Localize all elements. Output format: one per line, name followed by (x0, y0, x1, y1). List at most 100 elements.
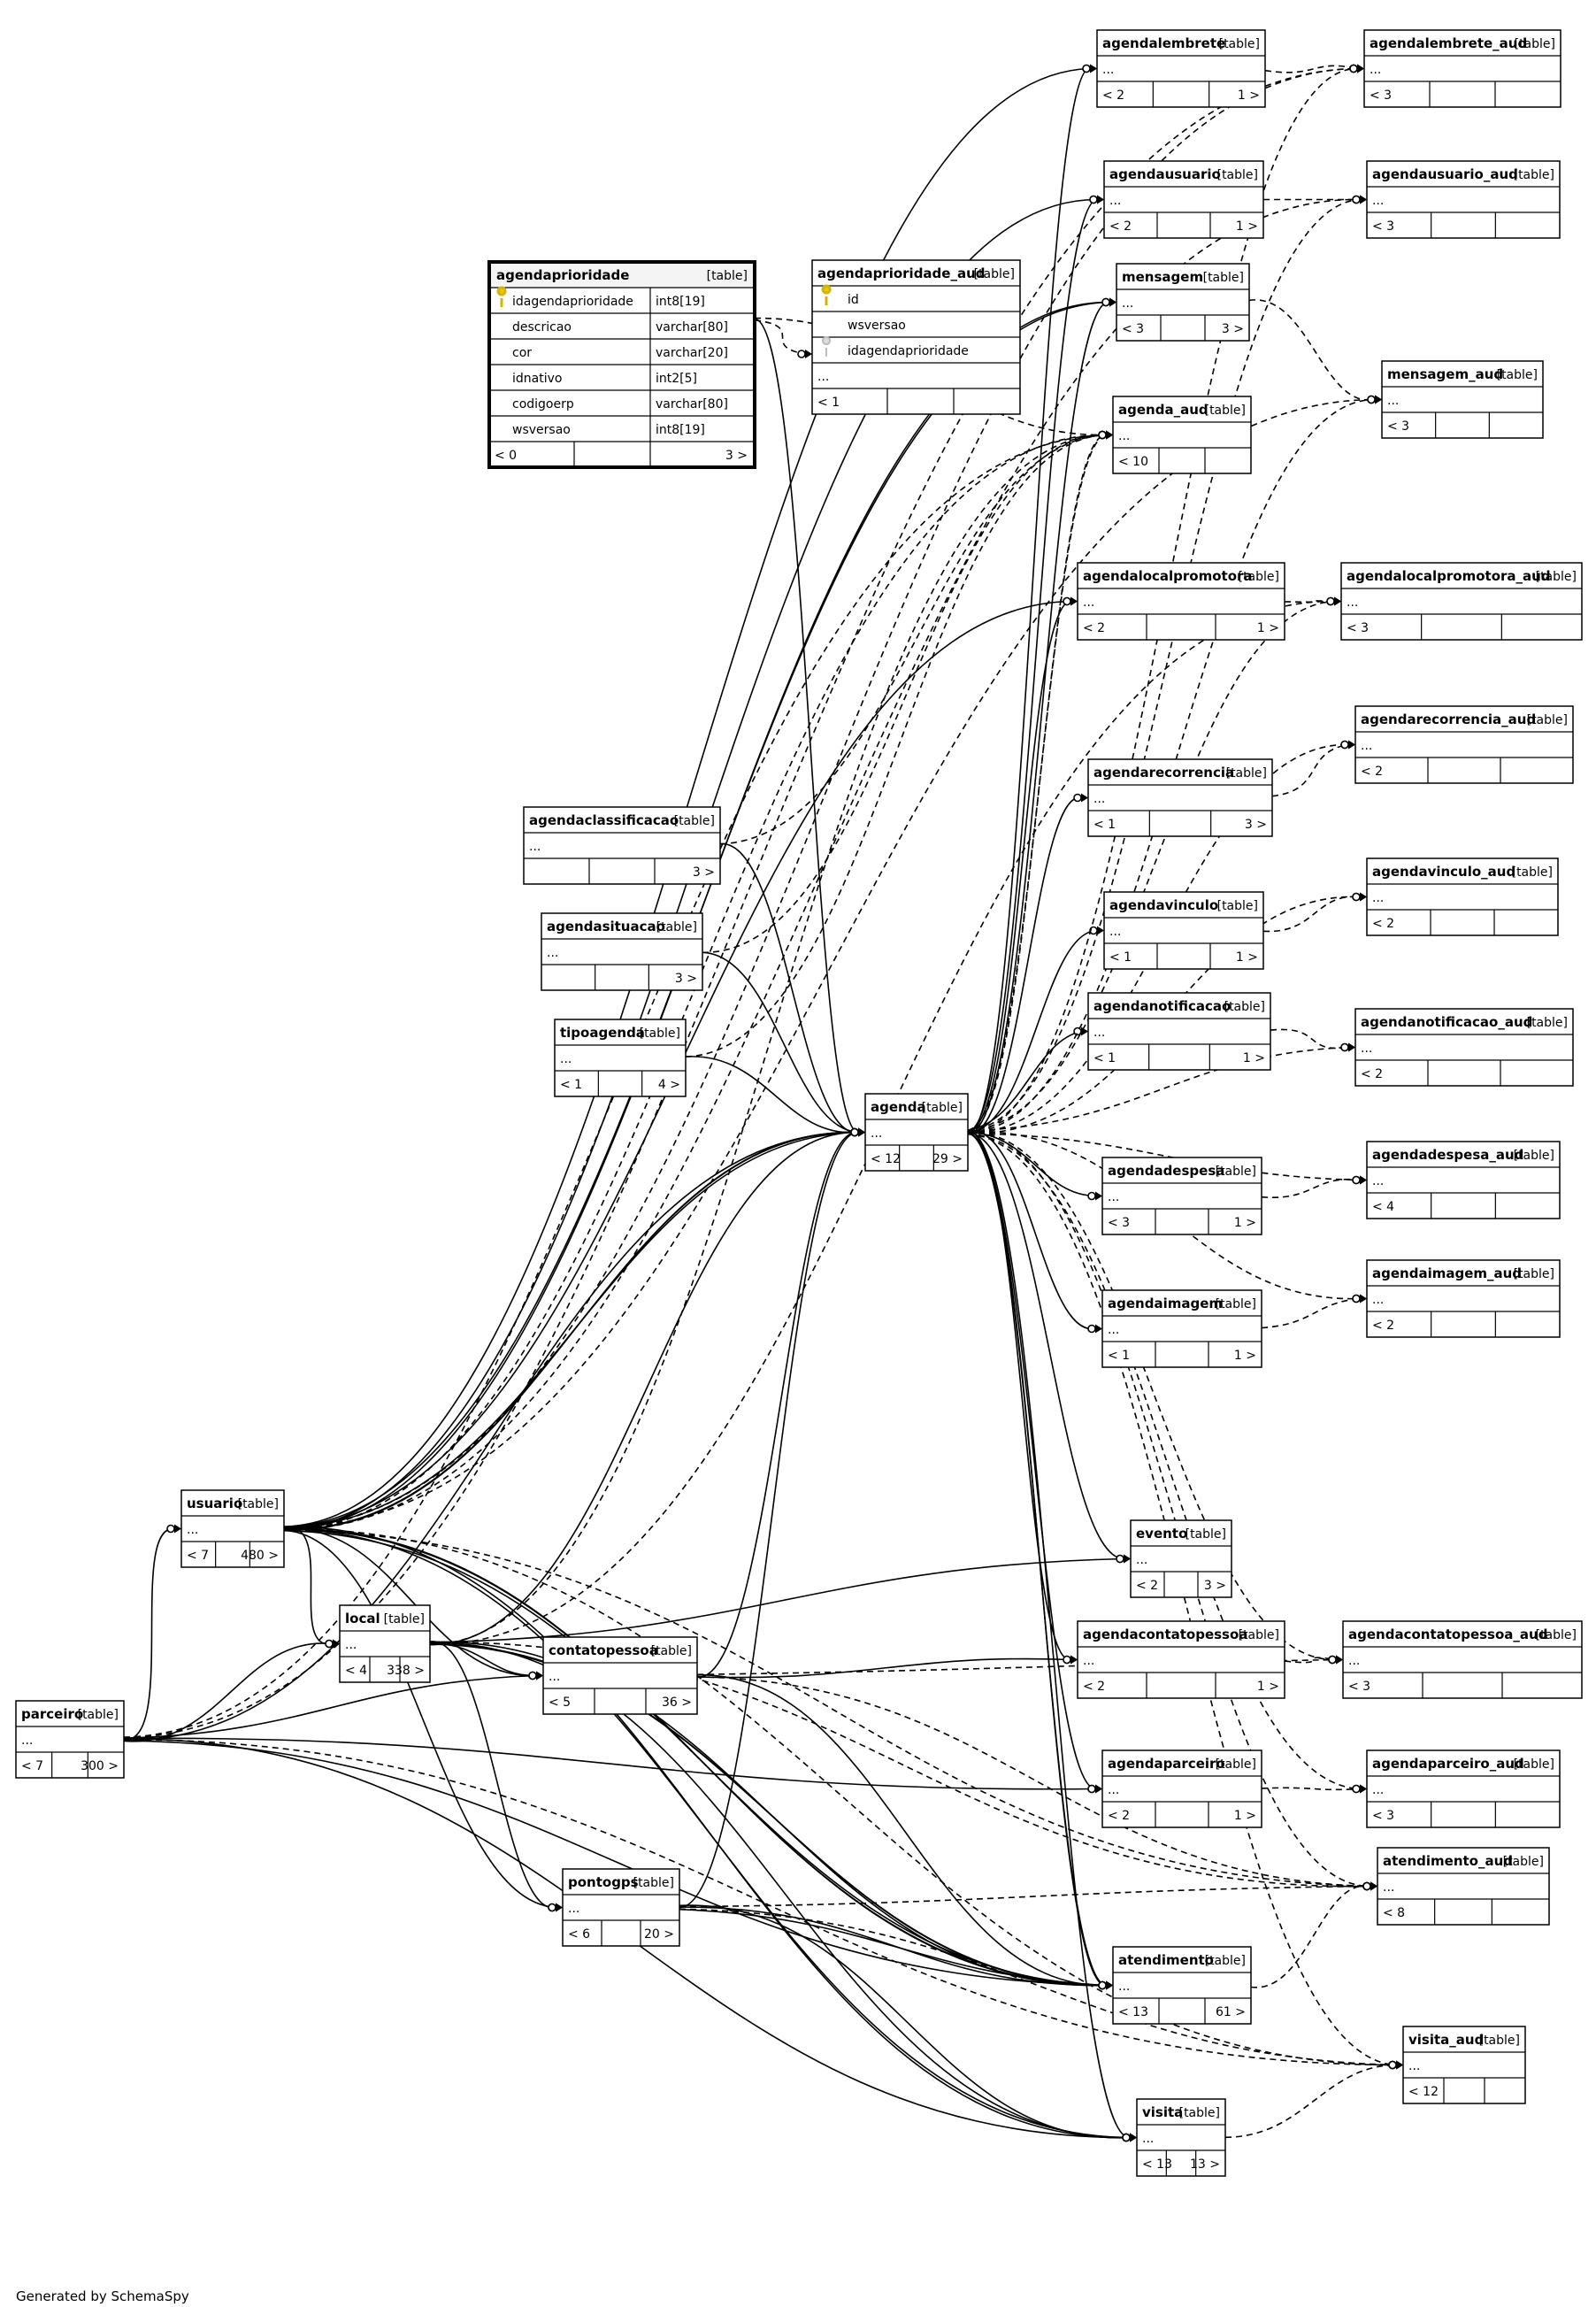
table-name[interactable]: agendaimagem (1108, 1296, 1223, 1311)
parents-count[interactable]: < 13 (1118, 2005, 1148, 2019)
table-name[interactable]: agenda (871, 1099, 926, 1115)
parents-count[interactable]: < 2 (1083, 621, 1105, 635)
parents-count[interactable]: < 2 (1102, 88, 1124, 103)
parents-count[interactable]: < 3 (1348, 1680, 1370, 1694)
table-agendasituacao[interactable]: agendasituacao[table]...3 > (541, 912, 703, 991)
table-name[interactable]: agendalocalpromotora_aud (1347, 568, 1551, 584)
parents-count[interactable]: < 1 (1093, 818, 1116, 832)
table-name[interactable]: usuario (187, 1496, 242, 1511)
children-count[interactable]: 3 > (693, 865, 715, 880)
table-name[interactable]: pontogps (568, 1874, 639, 1890)
table-name[interactable]: mensagem (1122, 269, 1203, 285)
column-name[interactable]: codigoerp (512, 397, 574, 411)
table-agendalembrete_aud[interactable]: agendalembrete_aud[table]...< 3 (1363, 29, 1561, 108)
table-name[interactable]: agendanotificacao (1093, 998, 1231, 1014)
table-name[interactable]: mensagem_aud (1387, 366, 1503, 382)
table-name[interactable]: parceiro (21, 1706, 83, 1722)
parents-count[interactable]: < 2 (1083, 1680, 1105, 1694)
table-name[interactable]: agendaimagem_aud (1372, 1265, 1522, 1281)
table-name[interactable]: contatopessoa (549, 1642, 658, 1658)
table-name[interactable]: local (345, 1611, 380, 1626)
aud-table-name[interactable]: agendaprioridade_aud (817, 265, 986, 281)
table-agendadespesa_aud[interactable]: agendadespesa_aud[table]...< 4 (1366, 1141, 1561, 1219)
parents-count[interactable]: < 3 (1347, 621, 1369, 635)
table-agenda_aud[interactable]: agenda_aud[table]...< 10 (1112, 396, 1252, 474)
parents-count[interactable]: < 2 (1108, 1809, 1130, 1823)
parents-count[interactable]: < 1 (1109, 950, 1132, 965)
table-name[interactable]: agendadespesa_aud (1372, 1147, 1523, 1163)
column-name[interactable]: cor (512, 346, 532, 360)
table-name[interactable]: agendarecorrencia (1093, 765, 1234, 781)
parents-count[interactable]: < 2 (1372, 1319, 1394, 1333)
table-name[interactable]: agendasituacao (547, 919, 665, 934)
table-visita_aud[interactable]: visita_aud[table]...< 12 (1402, 2026, 1526, 2104)
table-name[interactable]: agendalocalpromotora (1083, 568, 1253, 584)
parents-count[interactable]: < 3 (1387, 419, 1409, 434)
children-count[interactable]: 480 > (241, 1549, 279, 1563)
parents-count[interactable]: < 12 (871, 1152, 901, 1166)
table-agendanotificacao_aud[interactable]: agendanotificacao_aud[table]...< 2 (1354, 1008, 1574, 1087)
column-name[interactable]: idagendaprioridade (512, 295, 633, 309)
table-name[interactable]: agendanotificacao_aud (1361, 1014, 1532, 1030)
table-agendaclassificacao[interactable]: agendaclassificacao[table]...3 > (523, 806, 721, 885)
table-name[interactable]: agendalembrete_aud (1370, 35, 1527, 51)
table-name[interactable]: agendaclassificacao (529, 812, 679, 828)
children-count[interactable]: 1 > (1236, 950, 1258, 965)
parents-count[interactable]: < 4 (345, 1664, 367, 1678)
children-count[interactable]: 1 > (1234, 1349, 1256, 1363)
children-count[interactable]: 4 > (658, 1078, 680, 1092)
children-count[interactable]: 3 > (1245, 818, 1267, 832)
table-name[interactable]: agendausuario_aud (1372, 166, 1518, 182)
parents-count[interactable]: < 1 (1093, 1051, 1116, 1065)
parents-count[interactable]: < 1 (1108, 1349, 1130, 1363)
parents-count[interactable]: < 2 (1361, 765, 1383, 779)
parents-count[interactable]: < 3 (1108, 1216, 1130, 1230)
parents-count[interactable]: < 6 (568, 1927, 590, 1942)
children-count[interactable]: 3 > (675, 972, 697, 986)
table-name[interactable]: agendacontatopessoa (1083, 1626, 1247, 1642)
children-count[interactable]: 1 > (1257, 621, 1279, 635)
table-name[interactable]: agendaparceiro (1108, 1756, 1225, 1772)
parents-count[interactable]: < 2 (1361, 1067, 1383, 1081)
parents-count[interactable]: < 0 (495, 449, 517, 463)
children-count[interactable]: 13 > (1190, 2157, 1220, 2172)
parents-count[interactable]: < 10 (1118, 455, 1148, 469)
parents-count[interactable]: < 2 (1136, 1579, 1158, 1593)
children-count[interactable]: 61 > (1216, 2005, 1246, 2019)
table-name[interactable]: atendimento_aud (1383, 1853, 1513, 1869)
children-count[interactable]: 20 > (644, 1927, 674, 1942)
children-count[interactable]: 1 > (1234, 1216, 1256, 1230)
children-count[interactable]: 36 > (662, 1696, 692, 1710)
table-name[interactable]: agendacontatopessoa_aud (1348, 1626, 1547, 1642)
children-count[interactable]: 338 > (387, 1664, 425, 1678)
table-name[interactable]: agendausuario (1109, 166, 1221, 182)
children-count[interactable]: 3 > (1222, 322, 1244, 336)
children-count[interactable]: 1 > (1243, 1051, 1265, 1065)
parents-count[interactable]: < 4 (1372, 1200, 1394, 1214)
table-name[interactable]: agendavinculo (1109, 897, 1218, 913)
column-name[interactable]: idagendaprioridade (848, 344, 969, 358)
table-mensagem_aud[interactable]: mensagem_aud[table]...< 3 (1381, 360, 1544, 439)
column-name[interactable]: id (848, 293, 859, 307)
table-agendaimagem_aud[interactable]: agendaimagem_aud[table]...< 2 (1366, 1259, 1561, 1338)
children-count[interactable]: 1 > (1257, 1680, 1279, 1694)
table-agendaparceiro_aud[interactable]: agendaparceiro_aud[table]...< 3 (1366, 1749, 1561, 1828)
parents-count[interactable]: < 5 (549, 1696, 571, 1710)
column-name[interactable]: wsversao (512, 423, 571, 437)
focus-table-name[interactable]: agendaprioridade (496, 267, 629, 283)
parents-count[interactable]: < 3 (1122, 322, 1144, 336)
children-count[interactable]: 29 > (932, 1152, 963, 1166)
children-count[interactable]: 1 > (1238, 88, 1260, 103)
